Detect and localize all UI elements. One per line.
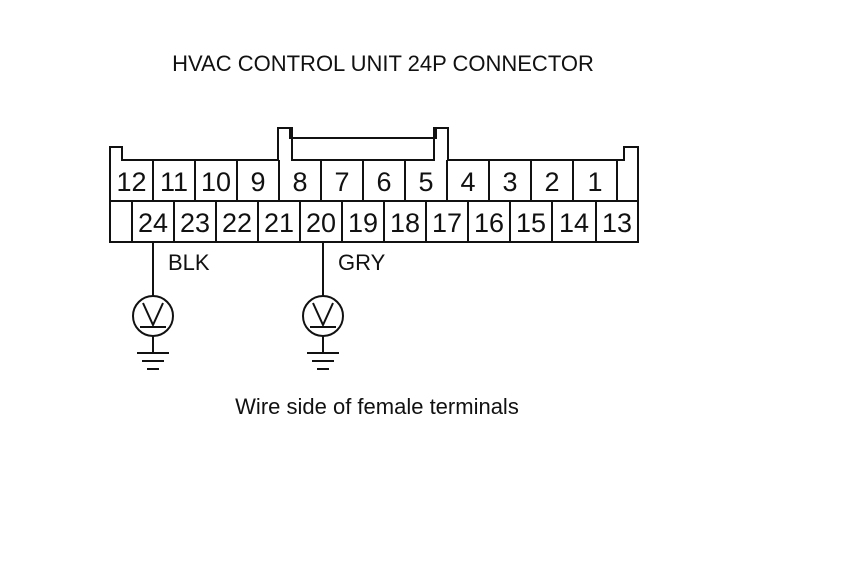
ground-icon [137,352,169,370]
pin-label-20: 20 [306,208,336,238]
pin-label-12: 12 [116,167,146,197]
pin-label-7: 7 [334,167,349,197]
pin-label-22: 22 [222,208,252,238]
pin-label-21: 21 [264,208,294,238]
pin-label-4: 4 [460,167,475,197]
ground-icon [307,352,339,370]
bottom-row-pins: 24 23 22 21 20 19 18 17 16 15 14 13 [138,208,632,238]
probe-pin-20: GRY [302,242,386,370]
connector-housing [109,127,639,243]
diagram-caption: Wire side of female terminals [235,394,519,419]
pin-label-9: 9 [250,167,265,197]
pin-label-8: 8 [292,167,307,197]
pin-label-24: 24 [138,208,168,238]
pin-label-19: 19 [348,208,378,238]
pin-cell-dividers [131,160,618,242]
pin-label-14: 14 [559,208,589,238]
diagram-title: HVAC CONTROL UNIT 24P CONNECTOR [172,51,594,76]
wire-color-label-gry: GRY [338,250,386,275]
voltmeter-icon [302,295,344,337]
pin-label-5: 5 [418,167,433,197]
pin-label-2: 2 [544,167,559,197]
pin-label-3: 3 [502,167,517,197]
pin-label-23: 23 [180,208,210,238]
pin-label-6: 6 [376,167,391,197]
pin-label-18: 18 [390,208,420,238]
pin-label-11: 11 [160,167,188,197]
pin-label-16: 16 [474,208,504,238]
pin-label-10: 10 [201,167,231,197]
pin-label-13: 13 [602,208,632,238]
pin-label-17: 17 [432,208,462,238]
pin-label-15: 15 [516,208,546,238]
pin-label-1: 1 [587,167,602,197]
probe-pin-24: BLK [132,242,210,370]
voltmeter-icon [132,295,174,337]
wire-color-label-blk: BLK [168,250,210,275]
